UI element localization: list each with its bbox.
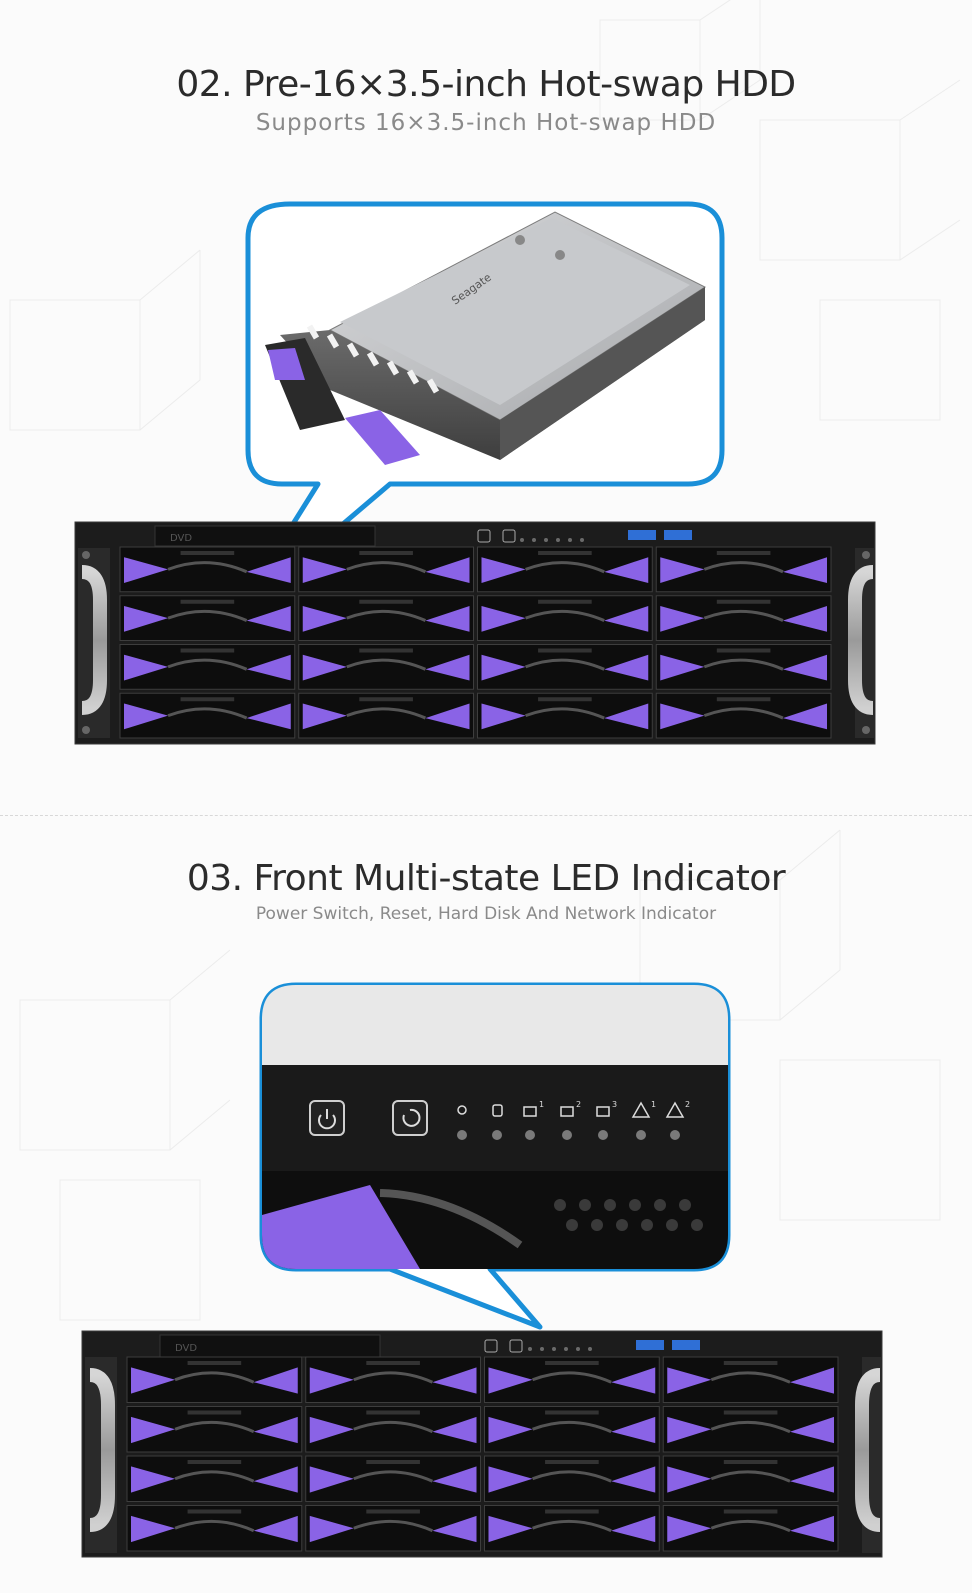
dvd-drive-label: DVD <box>175 1343 197 1354</box>
section-subtitle: Supports 16×3.5-inch Hot-swap HDD <box>255 110 717 136</box>
section-divider <box>0 815 972 816</box>
hdd-bay <box>298 644 474 690</box>
hdd-bay <box>655 644 832 690</box>
power-led-icon <box>457 1105 467 1115</box>
hdd-bay <box>655 692 832 739</box>
hdd-bay <box>305 1505 481 1552</box>
led-number-label: 2 <box>576 1100 581 1109</box>
reset-button <box>392 1100 428 1136</box>
power-button <box>309 1100 345 1136</box>
hdd-bay <box>484 1455 660 1502</box>
hdd-bay <box>119 595 296 641</box>
hdd-bay <box>477 644 653 690</box>
section-title: 02. Pre-16×3.5-inch Hot-swap HDD <box>176 64 796 105</box>
callout-bubble: 1 2 3 1 2 <box>259 982 731 1330</box>
hdd-bay <box>298 546 474 593</box>
hdd-bay <box>477 692 653 739</box>
warning-2-icon <box>665 1101 685 1118</box>
hdd-tray-image: Seagate <box>265 211 707 465</box>
hdd-bay <box>119 692 296 739</box>
hdd-bay <box>477 595 653 641</box>
led-number-label: 1 <box>651 1100 656 1109</box>
hdd-bay <box>298 692 474 739</box>
led-number-label: 3 <box>612 1100 617 1109</box>
hdd-illustration: Seagate DVD <box>74 201 876 745</box>
hdd-bay <box>662 1356 839 1403</box>
section-subtitle: Power Switch, Reset, Hard Disk And Netwo… <box>255 904 717 924</box>
hdd-bay <box>305 1356 481 1403</box>
led-number-label: 2 <box>685 1100 690 1109</box>
hdd-bay-grid <box>126 1356 839 1552</box>
led-number-label: 1 <box>539 1100 544 1109</box>
warning-1-icon <box>631 1101 651 1118</box>
hdd-bay <box>477 546 653 593</box>
hdd-bay <box>305 1406 481 1453</box>
network-3-icon <box>596 1106 610 1117</box>
network-2-icon <box>560 1106 574 1117</box>
hdd-bay <box>662 1505 839 1552</box>
hdd-bay <box>484 1505 660 1552</box>
dvd-drive-label: DVD <box>170 533 192 544</box>
hdd-bay <box>484 1356 660 1403</box>
hdd-bay <box>126 1406 303 1453</box>
hdd-bay <box>484 1406 660 1453</box>
hdd-bay <box>126 1505 303 1552</box>
led-panel-illustration: 1 2 3 1 2 <box>81 982 883 1558</box>
section-hot-swap-hdd: 02. Pre-16×3.5-inch Hot-swap HDD Support… <box>74 64 876 745</box>
hdd-bay <box>119 644 296 690</box>
hdd-bay <box>126 1356 303 1403</box>
hdd-bay <box>655 546 832 593</box>
hdd-bay <box>655 595 832 641</box>
section-led-indicator: 03. Front Multi-state LED Indicator Powe… <box>0 815 972 1593</box>
section-title: 03. Front Multi-state LED Indicator <box>186 858 786 899</box>
hdd-bay <box>662 1406 839 1453</box>
hdd-bay-grid <box>119 546 832 739</box>
hdd-bay <box>119 546 296 593</box>
network-1-icon <box>523 1106 537 1117</box>
hdd-bay <box>305 1455 481 1502</box>
hdd-bay <box>298 595 474 641</box>
hdd-bay <box>662 1455 839 1502</box>
hdd-led-icon <box>492 1104 503 1117</box>
hdd-bay <box>126 1455 303 1502</box>
